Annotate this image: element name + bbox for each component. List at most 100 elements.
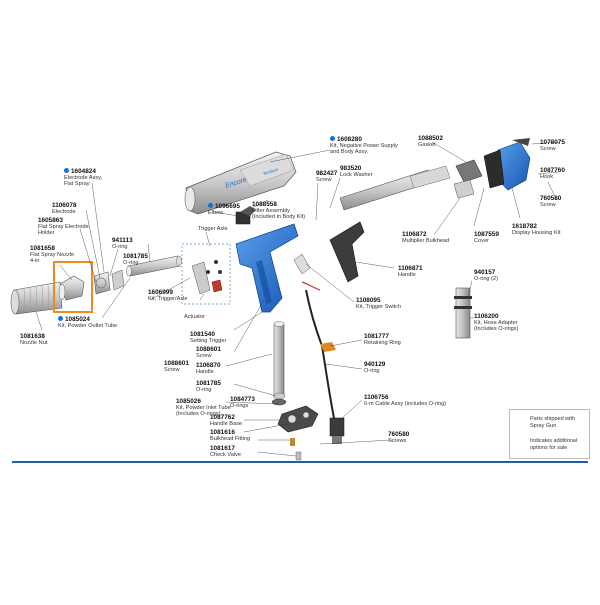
- leader-lines: [35, 141, 561, 457]
- display-housing-part: [483, 138, 531, 191]
- part-number: 760580: [388, 431, 410, 438]
- part-description: O-ring (2): [474, 276, 498, 283]
- part-number-text: 1078075: [540, 139, 565, 146]
- cable-assembly-part: [305, 289, 345, 444]
- trigger-switch-part: [293, 253, 321, 291]
- part-description: Screw: [316, 177, 332, 184]
- part-number: 1078075: [540, 139, 565, 146]
- part-number: 1604824: [64, 168, 102, 175]
- part-description: O-ring: [364, 368, 380, 375]
- part-description: Screw: [196, 353, 212, 360]
- part-description: Handle Base: [210, 421, 243, 428]
- part-description: Screw: [540, 202, 556, 209]
- part-number-text: 1084773: [230, 396, 255, 403]
- part-number-text: 1106872: [402, 231, 427, 238]
- part-number-text: 1106200: [474, 313, 499, 320]
- part-number: 940129: [364, 361, 385, 368]
- bottom-rule: [12, 461, 588, 463]
- part-description: Handle: [398, 272, 416, 279]
- part-number: 1081616: [210, 429, 250, 436]
- part-description: (Includes O-rings): [176, 411, 221, 418]
- part-description: Screw: [540, 146, 556, 153]
- part-description: Retaining Ring: [364, 340, 401, 347]
- part-description: Flat Spray Electrode: [38, 224, 89, 231]
- part-description: Hook: [540, 174, 554, 181]
- part-description: and Body Assy.: [330, 149, 369, 156]
- part-number-text: 760580: [540, 195, 562, 202]
- part-number-text: 1606999: [148, 289, 173, 296]
- part-number: 1087760: [540, 167, 565, 174]
- part-number: 1606999: [148, 289, 187, 296]
- part-description: Filter Assembly: [252, 208, 290, 215]
- part-description: O-ring: [196, 387, 212, 394]
- part-number: 1087559: [474, 231, 499, 238]
- legend-box: Parts shipped with Spray Gun Indicates a…: [509, 409, 590, 459]
- part-description: Holder: [38, 230, 55, 237]
- part-number: 1096695: [208, 203, 240, 210]
- part-number: 1088601: [196, 346, 221, 353]
- part-number-text: 1081785: [123, 253, 148, 260]
- part-number: 983520: [340, 165, 372, 172]
- trigger-kit-box: [181, 243, 231, 305]
- part-description: Kit, Hose Adapter: [474, 320, 518, 327]
- part-number-text: 1604824: [71, 168, 96, 175]
- part-number-text: 1088502: [418, 135, 443, 142]
- part-description: O-ring: [123, 260, 139, 267]
- part-number: 1087762: [210, 414, 242, 421]
- part-description: Kit, Powder Outlet Tube: [58, 323, 118, 330]
- part-number-text: 760580: [388, 431, 410, 438]
- part-number: 1085024: [58, 316, 117, 323]
- part-number: 1081540: [190, 331, 226, 338]
- part-number: 1108095: [356, 297, 401, 304]
- options-dot-icon: [58, 316, 63, 321]
- part-number: 1088502: [418, 135, 443, 142]
- part-number-text: 1106756: [364, 394, 389, 401]
- trigger-part: [191, 260, 223, 295]
- part-number-text: 1081785: [196, 380, 221, 387]
- part-number: 1081785: [196, 380, 221, 387]
- part-number-text: 941113: [112, 237, 133, 244]
- part-description: O-rings: [230, 403, 249, 410]
- options-dot-icon: [64, 168, 69, 173]
- multiplier-bulkhead-part: [453, 159, 483, 199]
- part-number: 1081617: [210, 445, 241, 452]
- part-number-text: 1106871: [398, 265, 423, 272]
- part-number-text: 1106078: [52, 202, 77, 209]
- part-number: 1608280: [330, 136, 398, 143]
- highlight-box: [53, 261, 93, 313]
- legend-triangle-text: Parts shipped with Spray Gun: [530, 416, 575, 429]
- part-number-text: 983520: [340, 165, 362, 172]
- part-description: Kit, Negative Power Supply: [330, 143, 398, 150]
- part-number: 1088558: [252, 201, 305, 208]
- part-number: 1605863: [38, 217, 89, 224]
- part-description: (Includes O-rings): [474, 326, 519, 333]
- part-number-text: 1106870: [196, 362, 221, 369]
- part-number-text: 1608280: [337, 136, 362, 143]
- legend-line: Spray Gun: [530, 422, 557, 429]
- part-number-text: 1081616: [210, 429, 235, 436]
- options-dot-icon: [208, 203, 213, 208]
- part-number-text: 1088601: [196, 346, 221, 353]
- part-number: 1106200: [474, 313, 518, 320]
- powder-inlet-tube-part: [271, 321, 287, 406]
